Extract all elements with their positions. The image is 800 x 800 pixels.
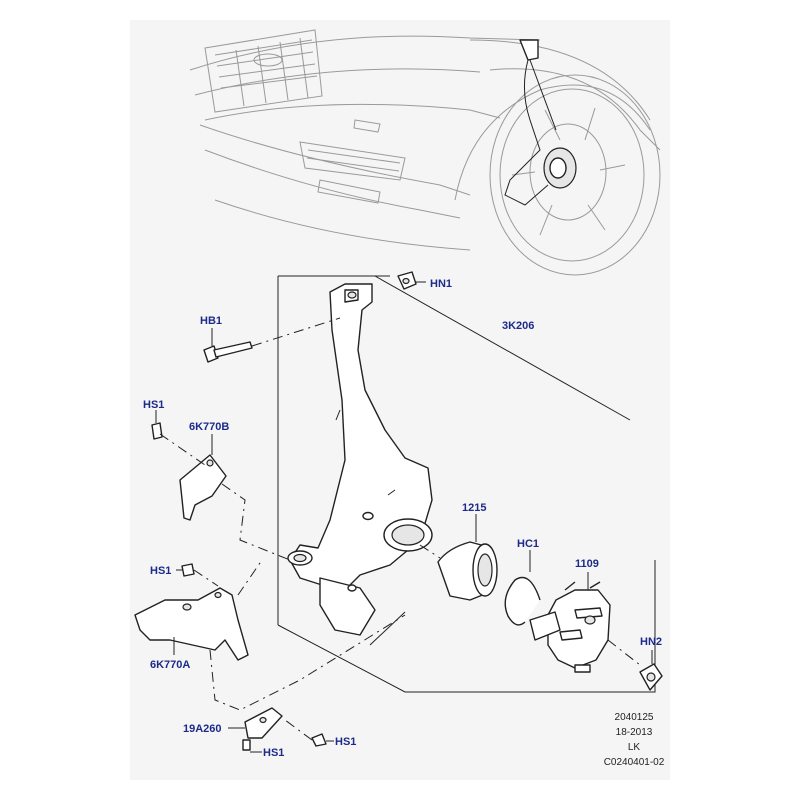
screw-hs1-mid — [176, 563, 219, 587]
label-3k206: 3K206 — [502, 320, 534, 332]
label-hn2: HN2 — [640, 636, 662, 648]
screw-hs1-br — [284, 719, 334, 747]
label-6k770b: 6K770B — [189, 421, 229, 433]
label-hs1-bl: HS1 — [263, 747, 284, 759]
label-hs1-br: HS1 — [335, 736, 356, 748]
label-1109: 1109 — [575, 558, 599, 570]
screw-hs1-bl — [242, 739, 262, 753]
label-hs1-top: HS1 — [143, 399, 164, 411]
meta-line2: 18-2013 — [616, 727, 653, 738]
shield-6k770b — [179, 434, 291, 561]
shield-6k770a — [134, 559, 406, 711]
nut-hn2 — [639, 650, 663, 691]
label-1215: 1215 — [462, 502, 486, 514]
screw-hs1-top — [151, 410, 206, 466]
circlip-hc1 — [504, 550, 541, 626]
bolt-hb1 — [203, 317, 341, 363]
label-hn1: HN1 — [430, 278, 452, 290]
bearing-1215 — [419, 514, 498, 601]
bracket-19a260 — [228, 707, 283, 739]
steering-knuckle — [287, 283, 433, 636]
label-hs1-mid: HS1 — [150, 565, 171, 577]
nut-hn1 — [397, 271, 426, 290]
diagram-metadata: 2040125 18-2013 LK C0240401-02 — [604, 712, 665, 768]
hub-1109 — [529, 572, 641, 673]
label-19a260: 19A260 — [183, 723, 222, 735]
assembly-frame — [277, 275, 656, 693]
vehicle-front-sketch — [189, 29, 661, 276]
meta-line3: LK — [628, 742, 641, 753]
label-hb1: HB1 — [200, 315, 222, 327]
label-6k770a: 6K770A — [150, 659, 190, 671]
label-hc1: HC1 — [517, 538, 539, 550]
meta-line4: C0240401-02 — [604, 757, 665, 768]
meta-line1: 2040125 — [615, 712, 654, 723]
callout-labels: HN1 HB1 3K206 HS1 6K770B 1215 HC1 1109 H… — [143, 278, 662, 759]
